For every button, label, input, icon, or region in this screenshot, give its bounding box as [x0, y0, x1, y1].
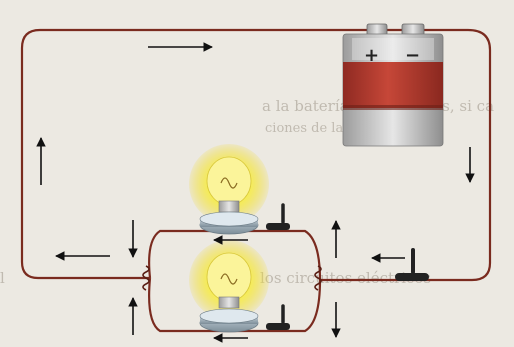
junction-coil	[314, 265, 322, 291]
light-bulb-icon	[189, 240, 269, 333]
negative-terminal-label: −	[405, 45, 420, 66]
background-text-line: l	[0, 269, 5, 287]
light-bulb-icon	[189, 144, 269, 235]
switch-icon	[266, 203, 290, 230]
switch-icon	[266, 304, 290, 330]
background-text-line: los circuitos eléctricos	[260, 269, 432, 287]
wire	[20, 28, 492, 282]
positive-terminal-label: +	[364, 45, 379, 66]
switch-icon	[395, 248, 429, 281]
current-arrows	[36, 42, 475, 343]
junction-coil	[142, 265, 150, 291]
battery-icon	[342, 23, 444, 147]
